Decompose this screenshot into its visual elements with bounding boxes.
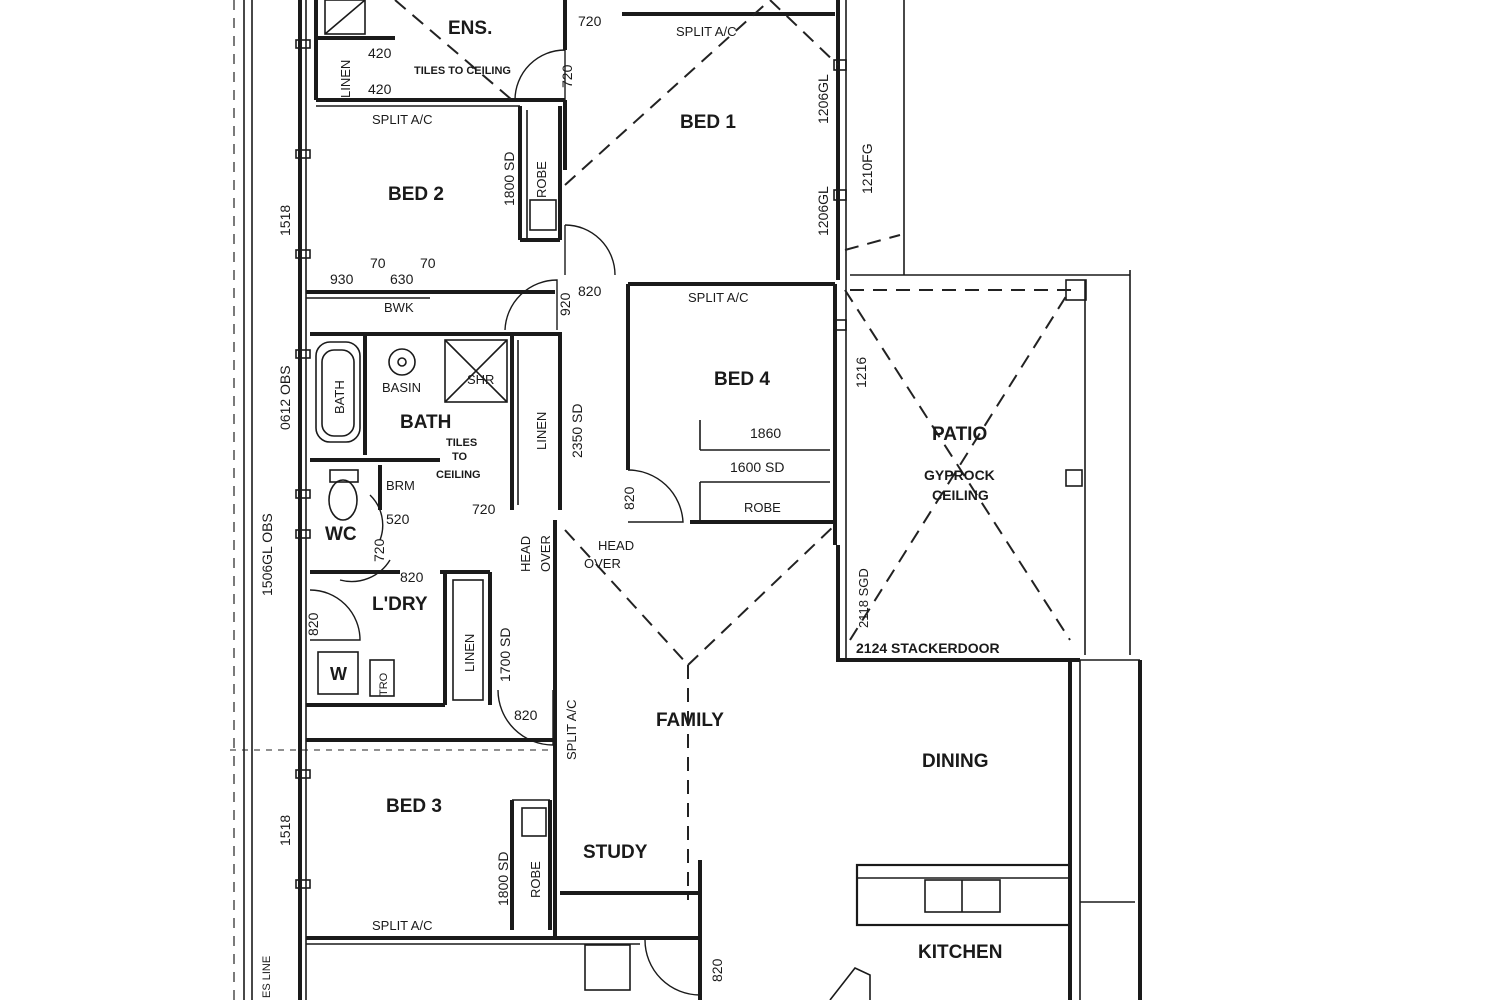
dim-1518-top: 1518 [277, 205, 293, 236]
dim-720-top: 720 [578, 13, 602, 29]
dim-1206gl: 1206GL [815, 74, 831, 124]
label-tiles-ens: TILES TO CEILING [414, 65, 511, 77]
room-study: STUDY [583, 842, 648, 863]
dim-820-bottom: 820 [709, 958, 725, 982]
label-shr: SHR [467, 372, 494, 387]
fixture-shapes [315, 0, 557, 837]
dim-1506gl: 1506GL OBS [259, 513, 275, 596]
label-linen-hall: LINEN [462, 634, 477, 672]
label-linen-top: LINEN [338, 60, 353, 98]
label-tiles-bath-2: TO [452, 451, 468, 463]
fixture-labels: LINEN TILES TO CEILING SPLIT A/C SPLIT A… [261, 24, 1000, 998]
dim-0612obs: 0612 OBS [277, 365, 293, 430]
label-split-ac-bed4: SPLIT A/C [688, 290, 748, 305]
label-brm: BRM [386, 478, 415, 493]
dim-930: 930 [330, 271, 354, 287]
dim-1210fg: 1210FG [859, 143, 875, 194]
room-kitchen: KITCHEN [918, 942, 1002, 963]
label-sgd: 2118 SGD [856, 568, 871, 628]
dim-820-lndry: 820 [400, 569, 424, 585]
dim-820-bed1: 820 [578, 283, 602, 299]
label-split-ac-hall: SPLIT A/C [564, 700, 579, 760]
room-bed3: BED 3 [386, 796, 442, 817]
dim-1216: 1216 [853, 357, 869, 388]
label-boundary: ES LINE [261, 956, 273, 998]
label-robe-bed4: ROBE [744, 500, 781, 515]
room-labels: ENS. BED 1 BED 2 BED 4 BATH WC L'DRY PAT… [325, 18, 1002, 963]
label-tiles-bath-3: CEILING [436, 469, 481, 481]
dimension-labels: 720 720 420 420 1206GL 1210FG 1206GL 180… [259, 13, 875, 982]
dim-2350sd: 2350 SD [569, 404, 585, 458]
room-lndry: L'DRY [372, 594, 428, 615]
label-wm: W [330, 664, 347, 684]
label-robe-bed3: ROBE [528, 861, 543, 898]
patio-ceiling-line1: GYPROCK [924, 467, 995, 483]
label-head-over-2: OVER [538, 535, 553, 572]
room-bed2: BED 2 [388, 184, 444, 205]
dim-70b: 70 [420, 255, 436, 271]
label-split-ac-bed2: SPLIT A/C [372, 112, 432, 127]
label-bwk: BWK [384, 300, 414, 315]
dim-1700sd: 1700 SD [497, 628, 513, 682]
dim-920: 920 [557, 292, 573, 316]
dim-820-lndry-door: 820 [305, 612, 321, 636]
room-family: FAMILY [656, 710, 724, 731]
label-basin: BASIN [382, 380, 421, 395]
dim-520: 520 [386, 511, 410, 527]
label-head-over-1: HEAD [518, 536, 533, 572]
label-stacker: 2124 STACKERDOOR [856, 640, 1000, 656]
room-patio: PATIO [932, 424, 987, 445]
patio-ceiling-line2: CEILING [932, 487, 989, 503]
ceiling-diagonals [394, 0, 1075, 900]
room-ens: ENS. [448, 18, 492, 39]
dim-720-wc2: 720 [371, 538, 387, 562]
room-bath: BATH [400, 412, 451, 433]
dim-720-wc: 720 [472, 501, 496, 517]
dim-630: 630 [390, 271, 414, 287]
label-bath-tub: BATH [332, 380, 347, 414]
label-tiles-bath-1: TILES [446, 437, 477, 449]
dim-820-hall: 820 [514, 707, 538, 723]
dim-420b: 420 [368, 81, 392, 97]
dim-1600sd: 1600 SD [730, 459, 784, 475]
dim-420a: 420 [368, 45, 392, 61]
dim-1860: 1860 [750, 425, 781, 441]
room-wc: WC [325, 524, 357, 545]
room-dining: DINING [922, 751, 989, 772]
dim-1518-bottom: 1518 [277, 815, 293, 846]
label-split-ac-ens: SPLIT A/C [676, 24, 736, 39]
dim-1800sd-bed2: 1800 SD [501, 152, 517, 206]
dim-1800sd-bed3: 1800 SD [495, 852, 511, 906]
label-trough: TRO [378, 672, 390, 696]
room-bed4: BED 4 [714, 369, 770, 390]
label-robe-bed2: ROBE [534, 161, 549, 198]
label-head-over-3: HEAD [598, 538, 634, 553]
dim-70a: 70 [370, 255, 386, 271]
label-linen-bath: LINEN [534, 412, 549, 450]
doors [309, 49, 701, 996]
label-head-over-4: OVER [584, 556, 621, 571]
dim-1206gl-b: 1206GL [815, 186, 831, 236]
dim-720-ens-door: 720 [559, 64, 575, 88]
label-split-ac-bed3: SPLIT A/C [372, 918, 432, 933]
walls [230, 0, 1142, 1000]
dim-820-bed4: 820 [621, 486, 637, 510]
room-bed1: BED 1 [680, 112, 736, 133]
